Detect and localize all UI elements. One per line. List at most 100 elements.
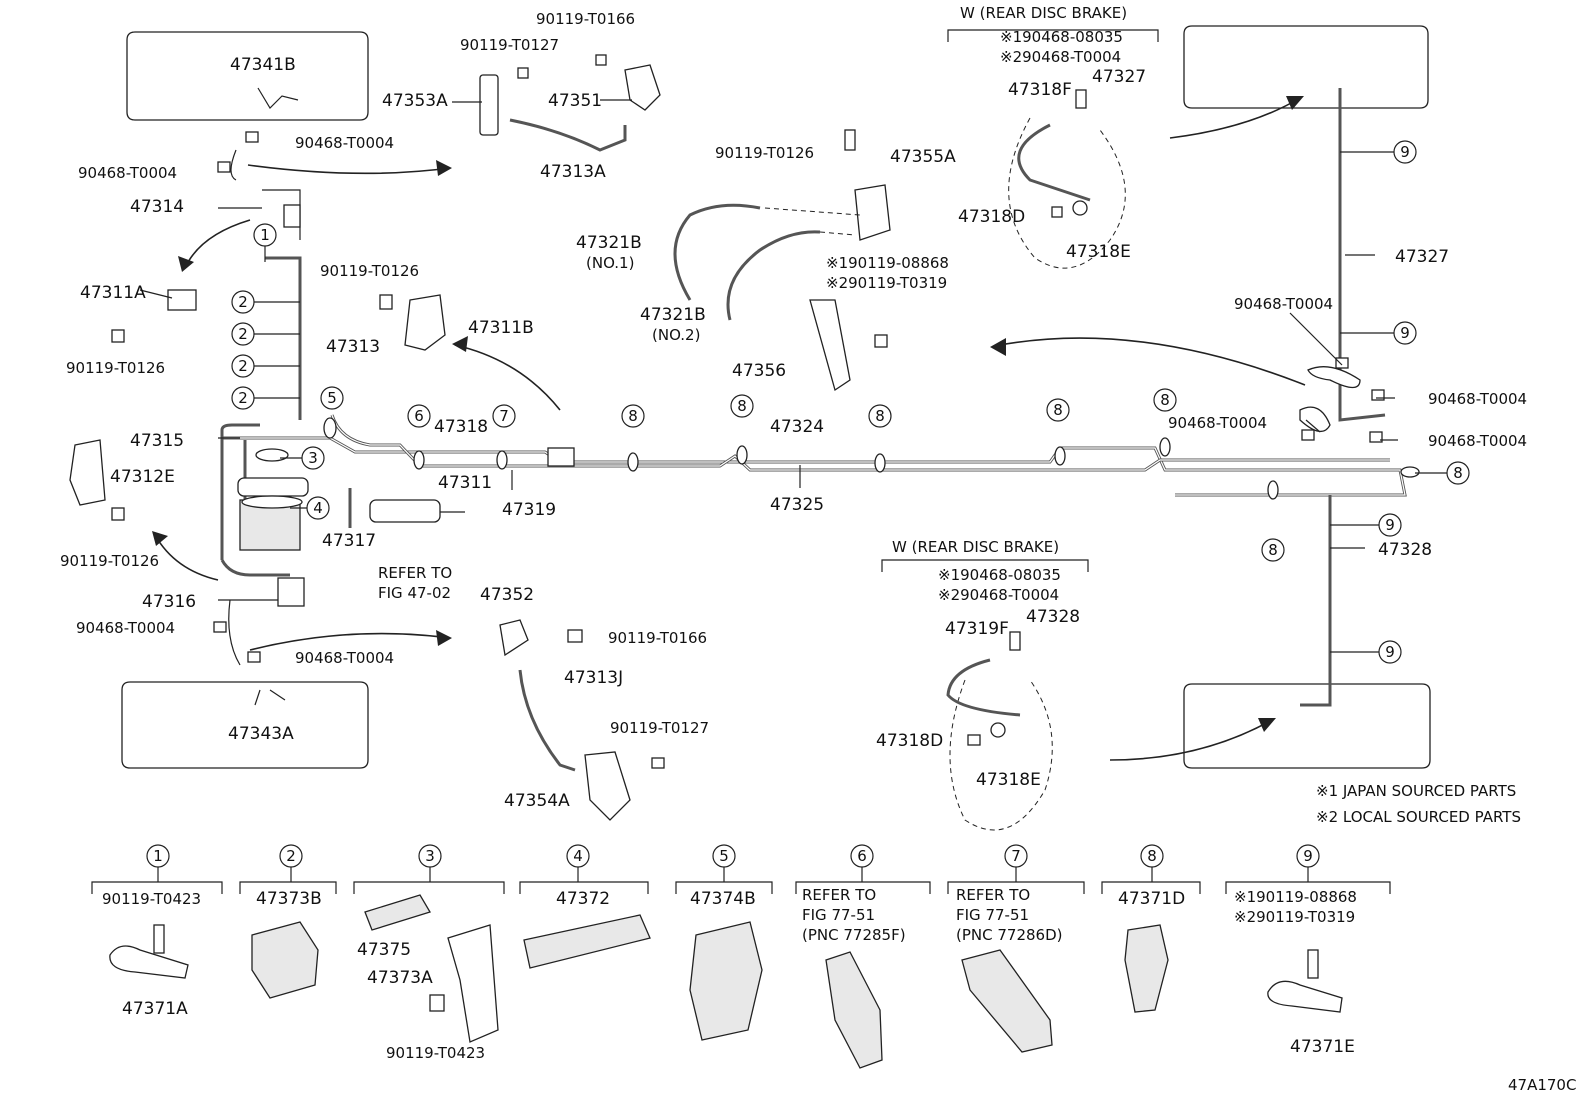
svg-text:3: 3 [308, 449, 318, 467]
label-90119-T0126: 90119-T0126 [320, 262, 419, 280]
label-w-rear-disc-brake: W (REAR DISC BRAKE) [892, 538, 1059, 556]
callout-1: 1 [253, 223, 277, 247]
label-90468-T0004: 90468-T0004 [1168, 414, 1267, 432]
legend-item-8: 8 47371D [1101, 844, 1201, 1013]
callout-7: 7 [492, 404, 516, 428]
callout-2: 2 [231, 354, 255, 378]
legend-item-1: 1 90119-T0423 47371A [91, 844, 223, 1019]
label-47319F: 47319F [945, 619, 1009, 639]
svg-text:8: 8 [1147, 847, 1157, 865]
svg-text:REFER TO: REFER TO [802, 886, 876, 904]
svg-text:47373B: 47373B [256, 889, 322, 909]
wheel-box-front-right [1183, 25, 1429, 109]
callout-markers: 1 2 2 2 2 5 3 4 6 7 8 8 8 8 8 8 8 9 9 9 … [231, 140, 1470, 664]
label-90468-T0004: 90468-T0004 [78, 164, 177, 182]
svg-text:3: 3 [425, 847, 435, 865]
label-47313A: 47313A [540, 162, 606, 182]
callout-2: 2 [231, 386, 255, 410]
label-fig-47-02: FIG 47-02 [378, 584, 451, 602]
svg-text:47372: 47372 [556, 889, 610, 909]
callout-8: 8 [621, 404, 645, 428]
callout-2: 2 [231, 322, 255, 346]
legend-item-9: 9 ※190119-08868 ※290119-T0319 47371E [1225, 844, 1391, 1057]
svg-text:8: 8 [1053, 401, 1063, 419]
callout-9: 9 [1378, 513, 1402, 537]
legend-item-2: 2 47373B [239, 844, 337, 999]
svg-text:※190119-08868: ※190119-08868 [1234, 888, 1357, 906]
svg-text:※290119-T0319: ※290119-T0319 [1234, 908, 1355, 926]
legend-row: 1 90119-T0423 47371A 2 47373B 3 47375 47… [91, 844, 1391, 1069]
svg-text:9: 9 [1400, 143, 1410, 161]
svg-text:6: 6 [414, 407, 424, 425]
label-47328: 47328 [1378, 540, 1432, 560]
svg-text:2: 2 [286, 847, 296, 865]
svg-text:6: 6 [857, 847, 867, 865]
svg-text:9: 9 [1385, 643, 1395, 661]
label-90468-T0004: 90468-T0004 [1428, 432, 1527, 450]
label-47318E: 47318E [976, 770, 1041, 790]
label-47321B-no2: 47321B [640, 305, 706, 325]
note-japan-sourced: ※1 JAPAN SOURCED PARTS [1316, 782, 1516, 800]
label-47311A: 47311A [80, 283, 146, 303]
svg-text:8: 8 [1268, 541, 1278, 559]
callout-8: 8 [1046, 398, 1070, 422]
svg-text:4: 4 [313, 499, 323, 517]
svg-text:90119-T0423: 90119-T0423 [386, 1044, 485, 1062]
label-47311: 47311 [438, 473, 492, 493]
wheel-box-front-left [126, 31, 369, 121]
label-no2: (NO.2) [652, 326, 700, 344]
label-47315: 47315 [130, 431, 184, 451]
callout-9: 9 [1378, 640, 1402, 664]
svg-text:47375: 47375 [357, 940, 411, 960]
label-47318D: 47318D [958, 207, 1025, 227]
main-brake-pipes [220, 88, 1407, 707]
label-90119-T0319: ※290119-T0319 [826, 274, 947, 292]
label-47314: 47314 [130, 197, 184, 217]
callout-4: 4 [306, 496, 330, 520]
legend-item-7: 7 REFER TO FIG 77-51 (PNC 77286D) [947, 844, 1085, 1053]
svg-text:9: 9 [1385, 516, 1395, 534]
label-47318D: 47318D [876, 731, 943, 751]
svg-text:47371A: 47371A [122, 999, 188, 1019]
label-90468-T0004: ※290468-T0004 [938, 586, 1059, 604]
svg-text:9: 9 [1400, 324, 1410, 342]
label-90468-T0004: 90468-T0004 [1234, 295, 1333, 313]
bracket-lines [881, 29, 1159, 572]
svg-text:1: 1 [153, 847, 163, 865]
legend-item-6: 6 REFER TO FIG 77-51 (PNC 77285F) [795, 844, 931, 1069]
callout-9: 9 [1393, 140, 1417, 164]
svg-text:8: 8 [737, 397, 747, 415]
leader-lines [139, 99, 1398, 601]
callout-6: 6 [407, 404, 431, 428]
label-90119-08868: ※190119-08868 [826, 254, 949, 272]
label-90468-T0004: ※290468-T0004 [1000, 48, 1121, 66]
label-w-rear-disc-brake: W (REAR DISC BRAKE) [960, 4, 1127, 22]
label-47313: 47313 [326, 337, 380, 357]
label-47351: 47351 [548, 91, 602, 111]
svg-text:47371E: 47371E [1290, 1037, 1355, 1057]
label-47313J: 47313J [564, 668, 623, 688]
label-90468-T0004: 90468-T0004 [295, 134, 394, 152]
label-47319: 47319 [502, 500, 556, 520]
label-90468-T0004: 90468-T0004 [76, 619, 175, 637]
svg-text:5: 5 [327, 389, 337, 407]
svg-text:8: 8 [1453, 464, 1463, 482]
label-47325: 47325 [770, 495, 824, 515]
label-47318: 47318 [434, 417, 488, 437]
callout-8: 8 [868, 404, 892, 428]
callout-8: 8 [1446, 461, 1470, 485]
svg-text:9: 9 [1303, 847, 1313, 865]
svg-text:2: 2 [238, 357, 248, 375]
center-rear-hoses [673, 129, 891, 392]
legend-item-4: 4 47372 [519, 844, 651, 969]
label-47341B: 47341B [230, 55, 296, 75]
label-47324: 47324 [770, 417, 824, 437]
callout-8: 8 [1153, 388, 1177, 412]
svg-text:90119-T0423: 90119-T0423 [102, 890, 201, 908]
label-47312E: 47312E [110, 467, 175, 487]
callout-8: 8 [730, 394, 754, 418]
part-labels: 47341B 90468-T0004 90468-T0004 47314 473… [60, 4, 1576, 1094]
label-90468-T0004: 90468-T0004 [295, 649, 394, 667]
svg-text:47371D: 47371D [1118, 889, 1185, 909]
